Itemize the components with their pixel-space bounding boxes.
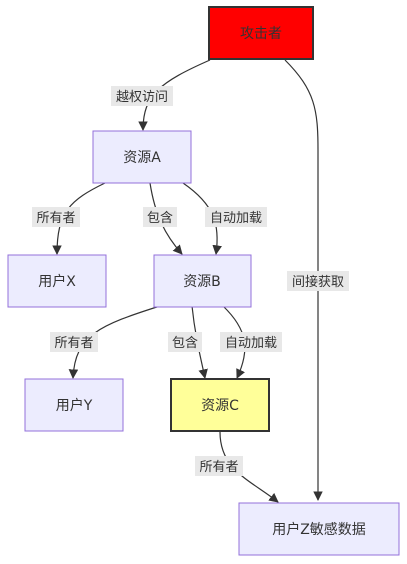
node-resource-a-box — [92, 130, 192, 184]
edge-label-attacker-to-a: 越权访问 — [116, 89, 168, 105]
node-resource-c[interactable]: 资源C — [170, 378, 270, 432]
edge-label-bg — [220, 332, 282, 352]
node-user-x-label: 用户X — [38, 273, 76, 290]
node-resource-a-label: 资源A — [123, 150, 161, 166]
node-attacker-label: 攻击者 — [240, 26, 282, 42]
edge-label-attacker-to-z: 间接获取 — [292, 274, 344, 290]
node-user-z-sensitive-data[interactable]: 用户Z敏感数据 — [238, 502, 400, 556]
node-user-y[interactable]: 用户Y — [24, 378, 124, 432]
node-resource-b[interactable]: 资源B — [153, 254, 252, 308]
node-attacker-box — [208, 6, 314, 60]
node-user-z-label: 用户Z敏感数据 — [272, 521, 366, 538]
node-user-x[interactable]: 用户X — [7, 254, 107, 308]
edge-attacker-to-user-z — [284, 59, 323, 501]
edge-labels: 越权访问 间接获取 所有者 包含 自动加载 所有者 包含 自动加载 所有者 — [32, 86, 349, 476]
edge-label-a-to-x: 所有者 — [36, 211, 75, 226]
edge-label-a-to-b-autoload: 自动加载 — [210, 211, 262, 226]
edge-label-bg — [195, 456, 243, 476]
node-user-y-label: 用户Y — [56, 397, 93, 414]
edge-label-bg — [168, 332, 202, 352]
node-user-z-box — [238, 502, 400, 556]
edge-label-bg — [143, 207, 177, 227]
edge-label-bg — [205, 207, 267, 227]
node-user-x-box — [7, 254, 107, 308]
edge-label-bg — [32, 207, 80, 227]
node-user-y-box — [24, 378, 124, 432]
edge-label-b-to-c-autoload: 自动加载 — [225, 336, 277, 351]
edge-label-b-to-c-contains: 包含 — [172, 335, 198, 351]
node-resource-b-box — [153, 254, 252, 308]
edge-label-a-to-b-contains: 包含 — [147, 210, 173, 226]
edge-label-c-to-z: 所有者 — [199, 460, 238, 475]
node-resource-c-label: 资源C — [201, 398, 239, 414]
node-resource-b-label: 资源B — [183, 274, 221, 290]
node-resource-a[interactable]: 资源A — [92, 130, 192, 184]
edge-label-bg — [50, 332, 98, 352]
node-attacker[interactable]: 攻击者 — [208, 6, 314, 60]
edge-label-b-to-y: 所有者 — [54, 336, 93, 351]
edge-label-bg — [111, 86, 173, 106]
node-resource-c-box — [170, 378, 270, 432]
edge-label-bg — [287, 271, 349, 291]
